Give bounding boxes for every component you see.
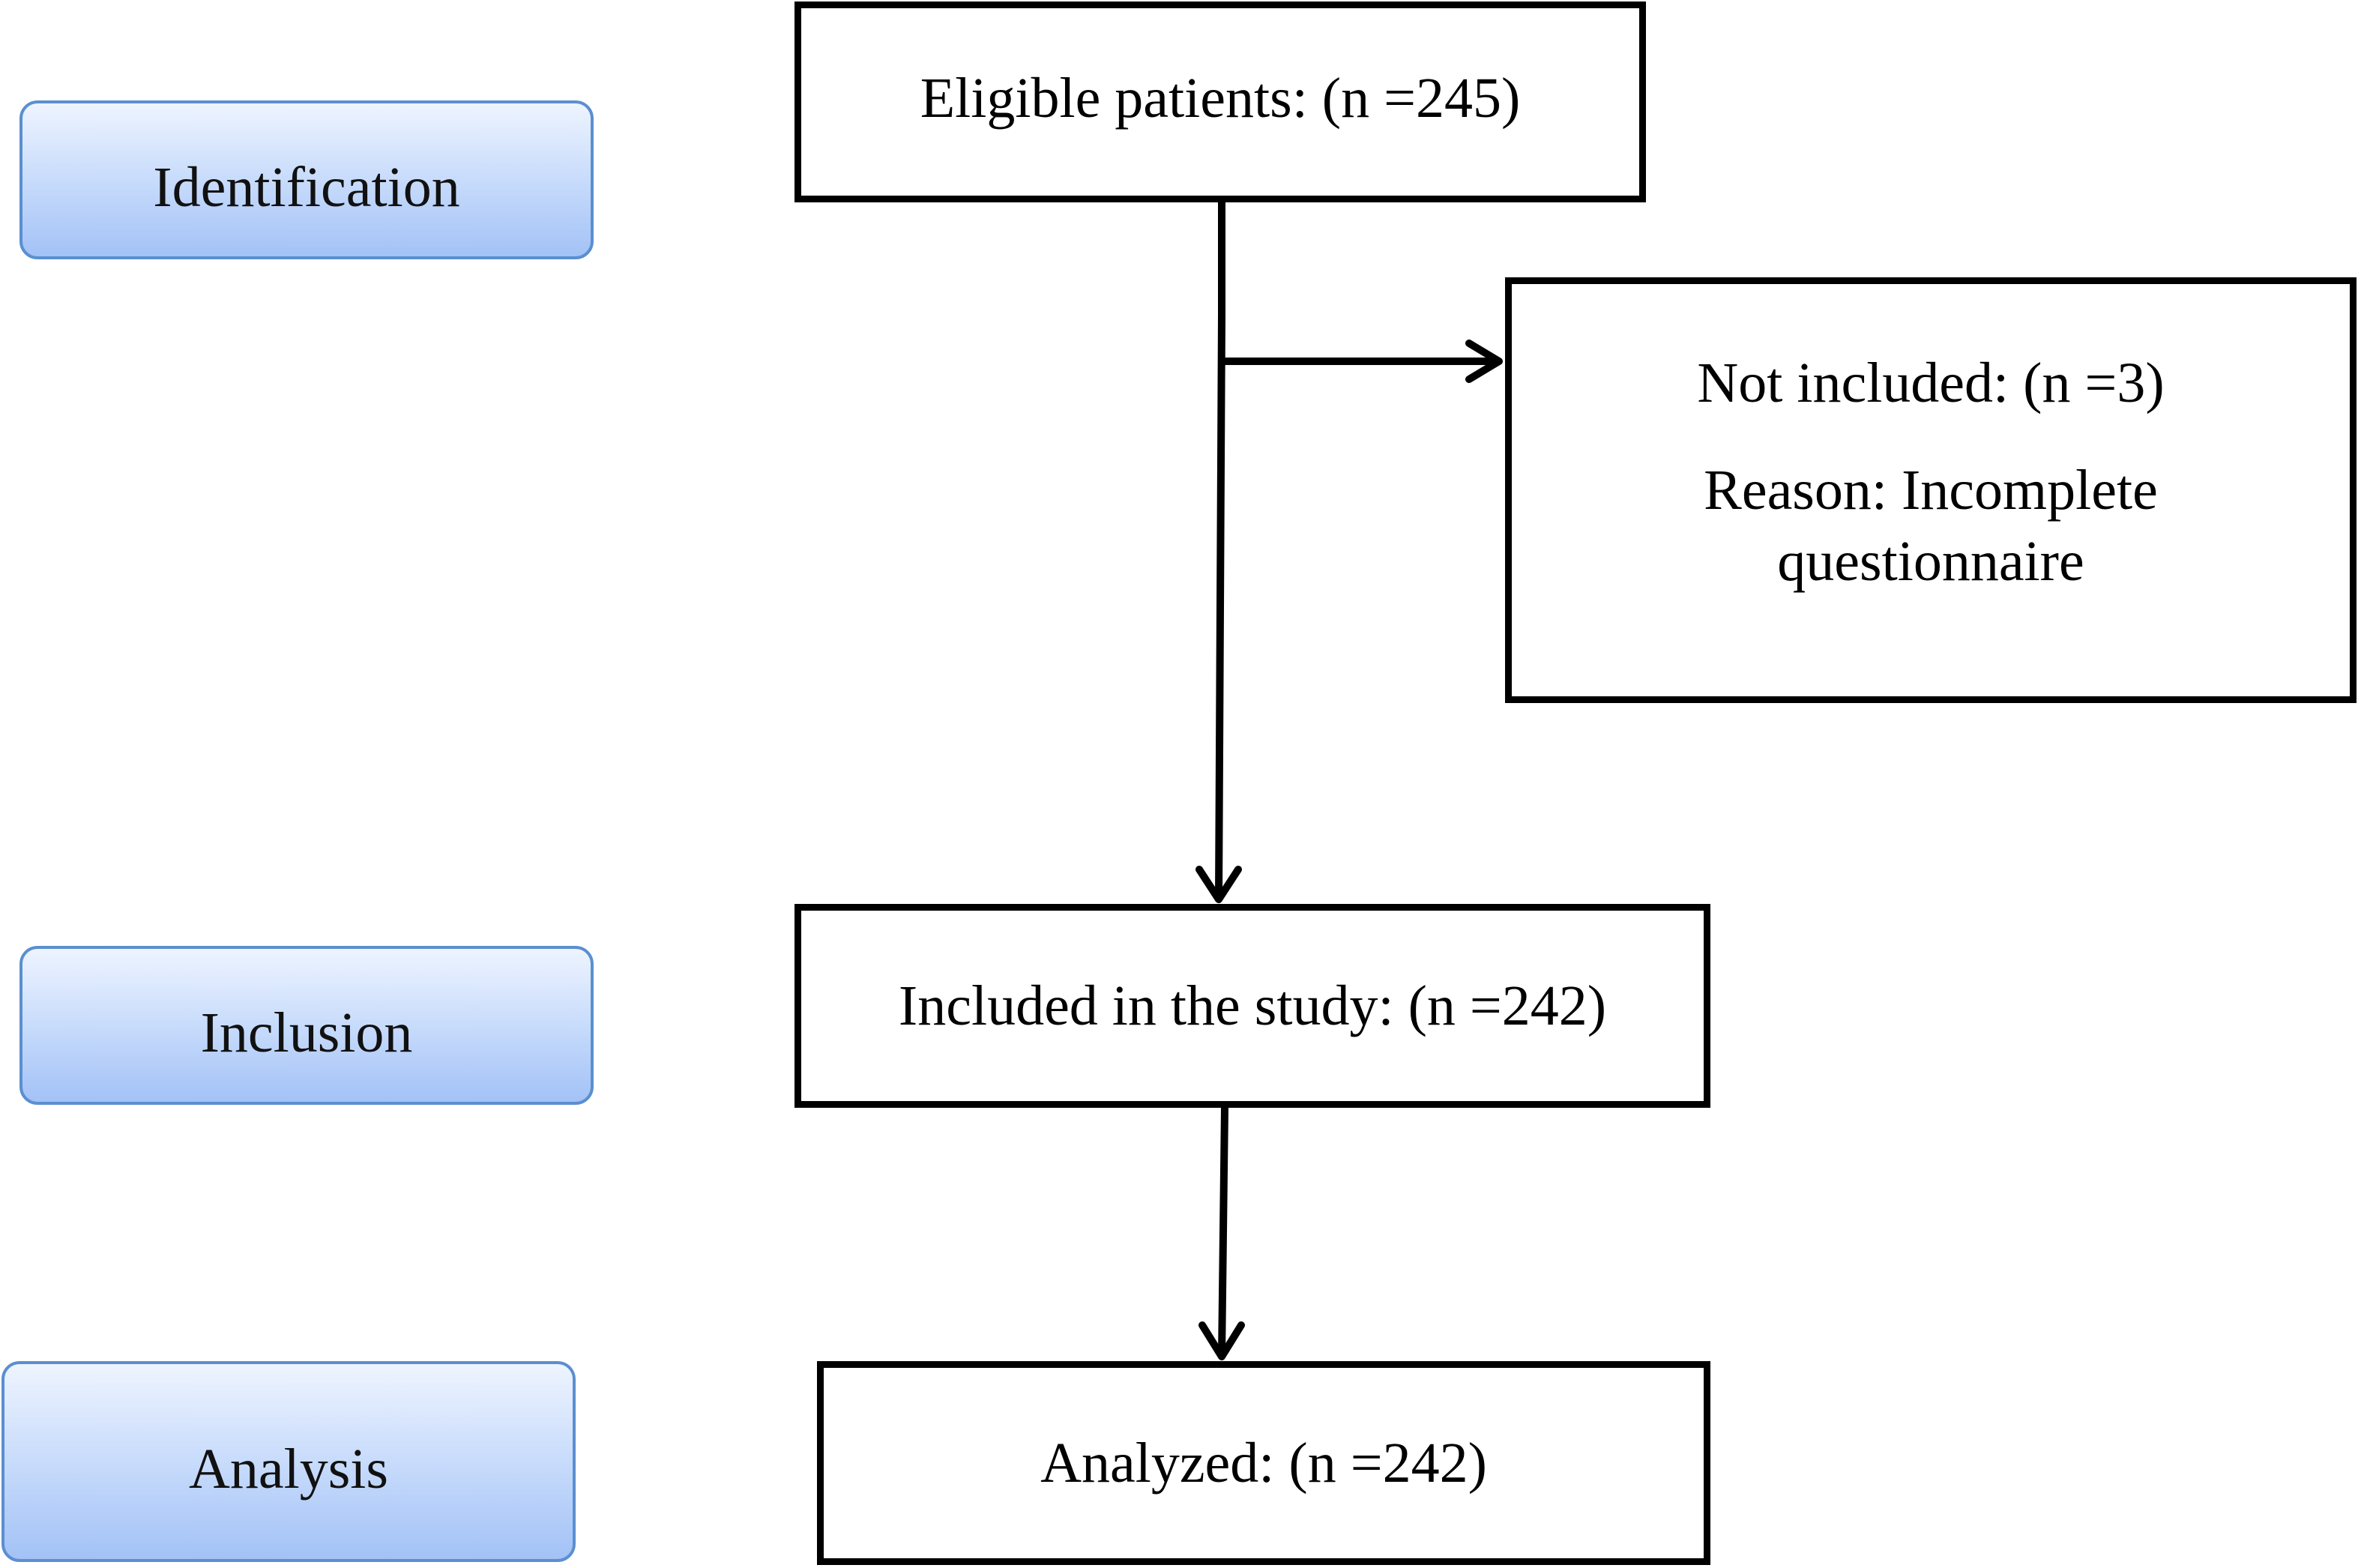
stage-label-identification: Identification	[19, 100, 594, 259]
analyzed-box: Analyzed: (n =242)	[817, 1361, 1710, 1565]
arrowhead-not-included	[1465, 340, 1503, 383]
not-included-box: Not included: (n =3) Reason: Incomplete …	[1505, 277, 2357, 703]
not-included-text: Not included: (n =3)	[1697, 352, 2165, 414]
eligible-patients-box: Eligible patients: (n =245)	[794, 1, 1646, 202]
included-in-study-box: Included in the study: (n =242)	[794, 904, 1710, 1108]
arrowhead-analyzed	[1198, 1321, 1245, 1360]
connector-included-to-analyzed	[1218, 1107, 1228, 1357]
stage-label-identification-text: Identification	[153, 155, 460, 219]
not-included-reason-text: Reason: Incomplete questionnaire	[1704, 459, 2158, 593]
stage-label-inclusion-text: Inclusion	[200, 1001, 413, 1064]
connector-eligible-to-included	[1215, 202, 1225, 900]
arrowhead-included	[1195, 866, 1242, 903]
included-in-study-text: Included in the study: (n =242)	[898, 974, 1607, 1037]
stage-label-analysis: Analysis	[1, 1361, 576, 1562]
eligible-patients-text: Eligible patients: (n =245)	[920, 66, 1521, 130]
stage-label-inclusion: Inclusion	[19, 946, 594, 1105]
analyzed-text: Analyzed: (n =242)	[1040, 1431, 1487, 1495]
stage-label-analysis-text: Analysis	[189, 1437, 388, 1501]
